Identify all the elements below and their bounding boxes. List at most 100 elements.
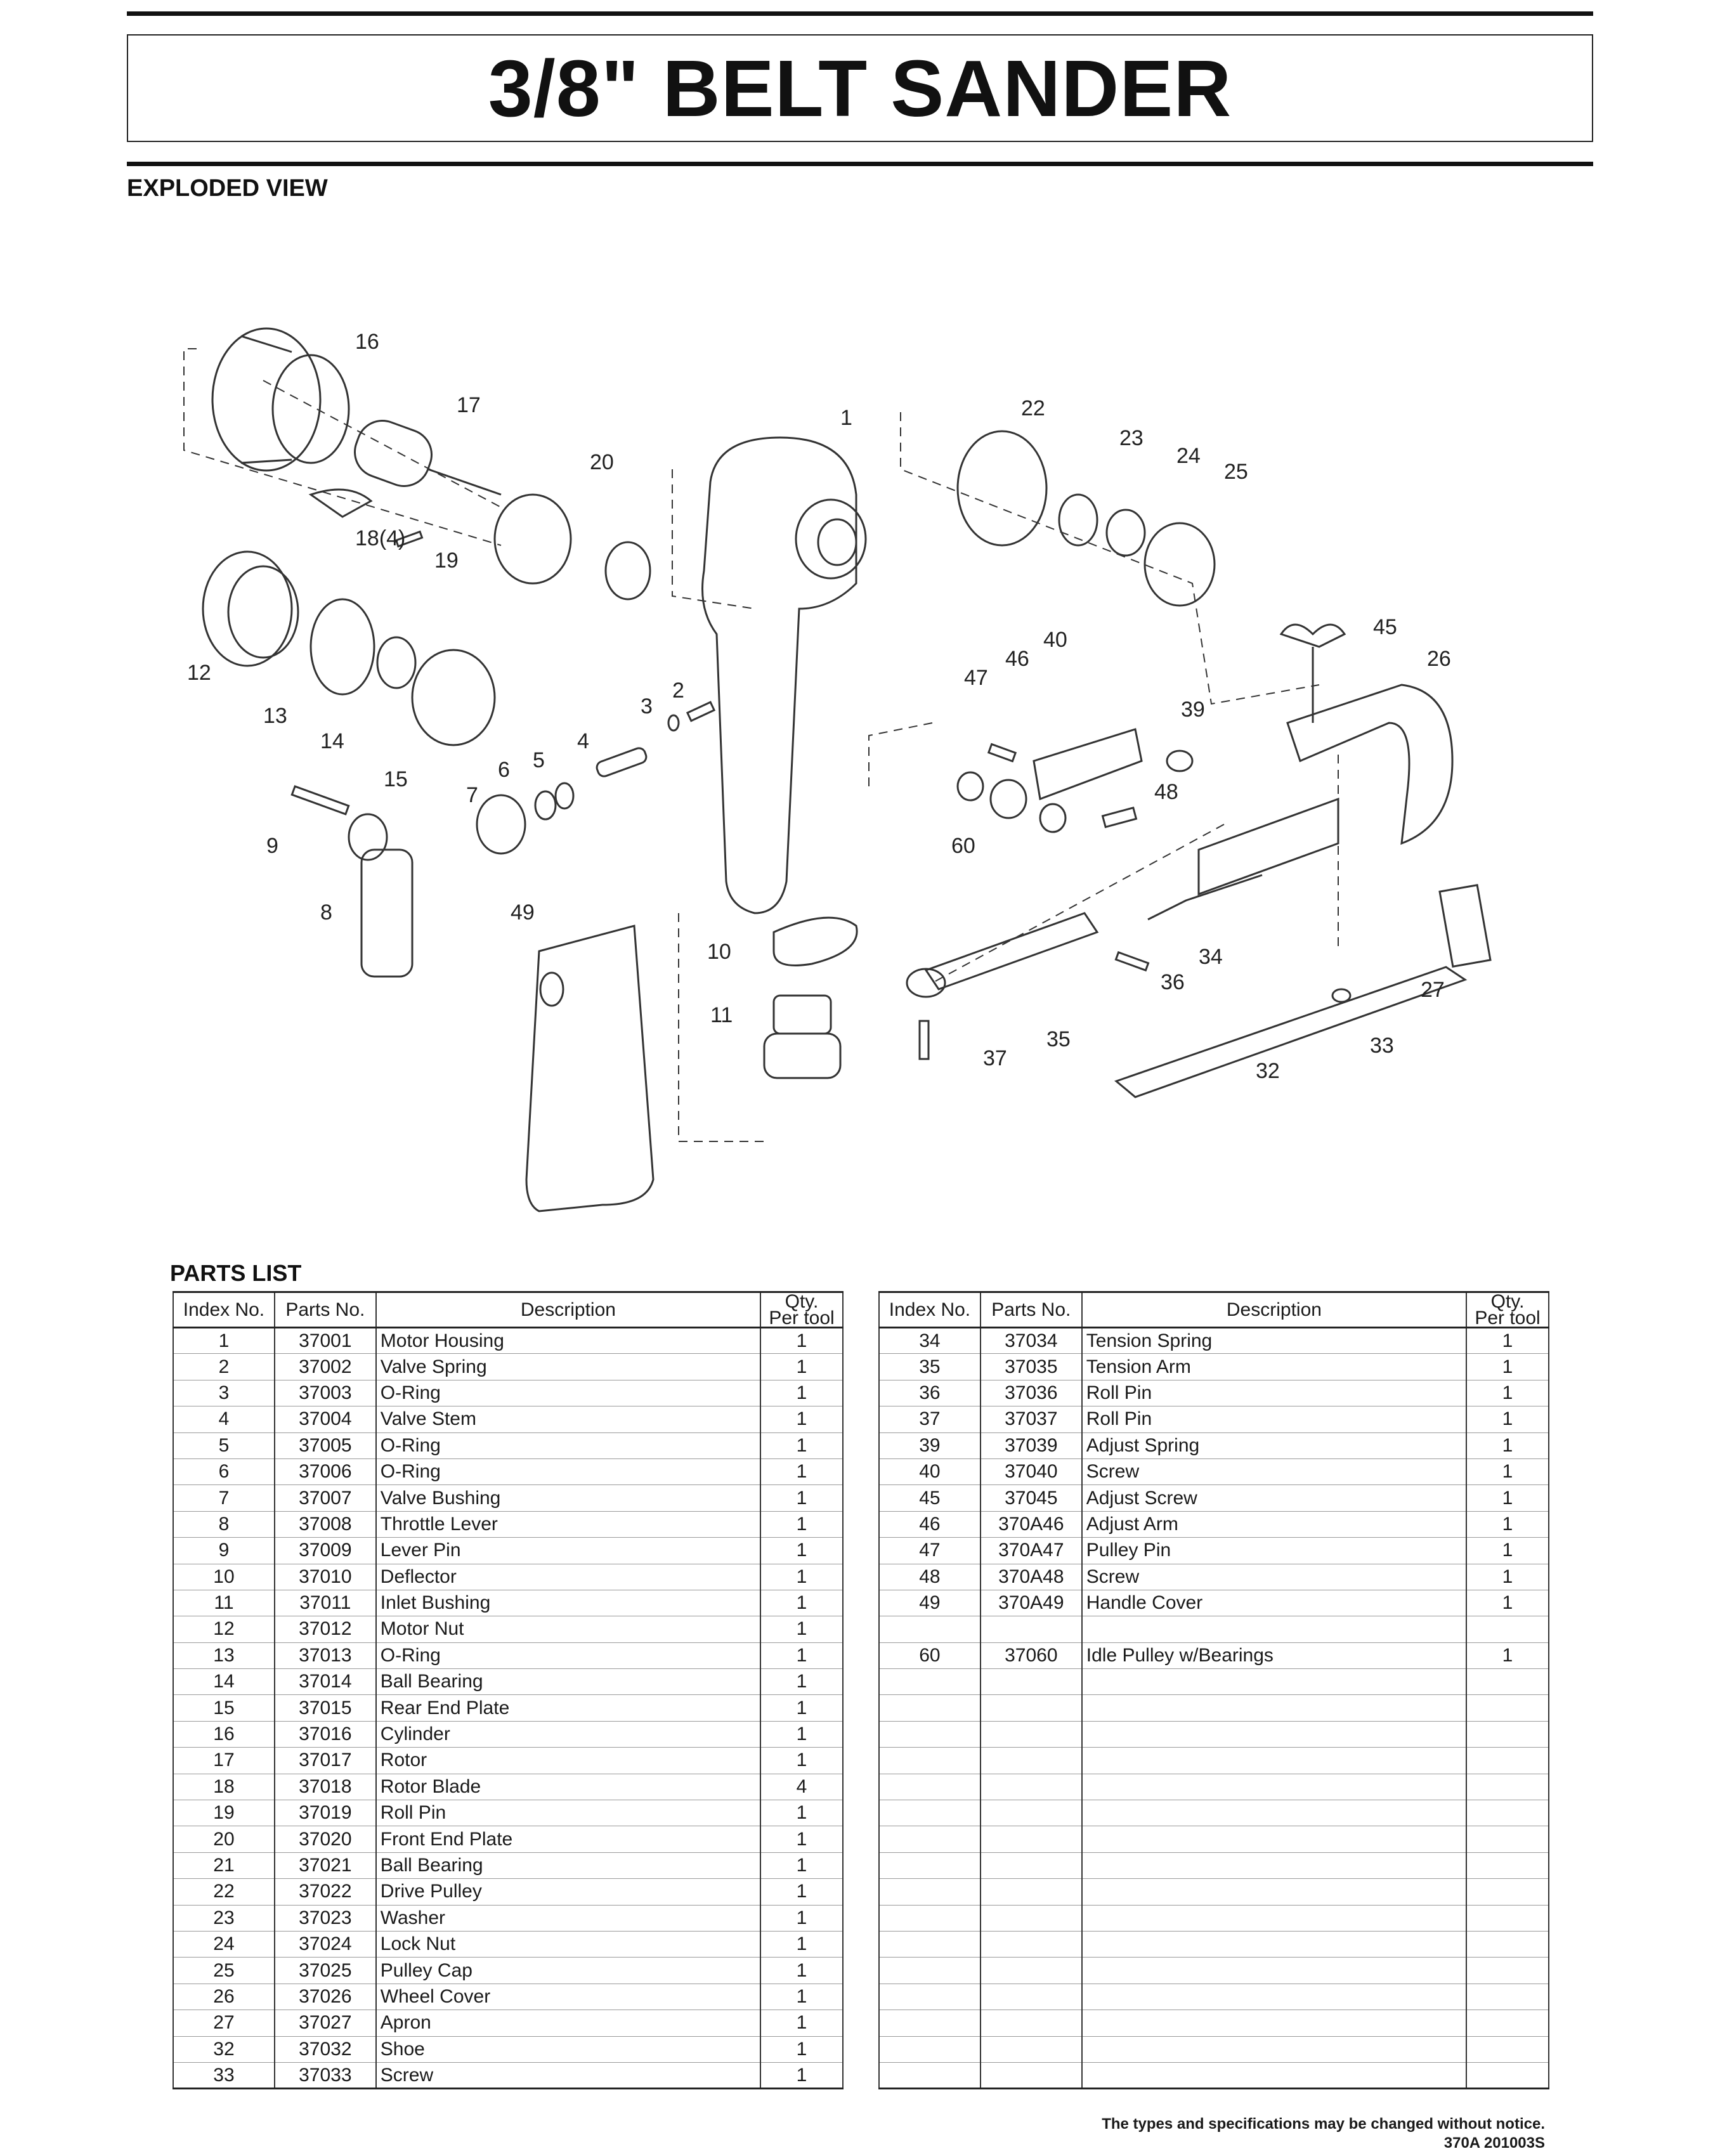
cell-qty: 1 <box>760 1616 844 1643</box>
cell-part-number: 37001 <box>273 1327 377 1354</box>
cell-part-number: 37004 <box>273 1406 377 1433</box>
header-index: Index No. <box>173 1291 275 1328</box>
callout-label: 2 <box>672 679 684 703</box>
callout-label: 60 <box>951 834 975 858</box>
cell-qty: 1 <box>760 1694 844 1722</box>
header-description: Description <box>1081 1291 1468 1328</box>
cell-description: Adjust Arm <box>1081 1511 1468 1538</box>
callout-label: 8 <box>320 900 332 925</box>
cell-description <box>1081 1747 1468 1774</box>
cell-index: 45 <box>878 1484 981 1512</box>
cell-part-number: 37025 <box>273 1957 377 1984</box>
cell-description: Rotor <box>375 1747 762 1774</box>
header-description: Description <box>375 1291 762 1328</box>
cell-part-number: 37034 <box>979 1327 1083 1354</box>
cell-qty: 1 <box>1466 1353 1549 1380</box>
cell-index: 16 <box>173 1721 275 1748</box>
cell-part-number: 37060 <box>979 1642 1083 1670</box>
cell-description: Pulley Pin <box>1081 1537 1468 1564</box>
callout-label: 24 <box>1176 444 1201 468</box>
callout-label: 25 <box>1224 460 1248 484</box>
cell-index: 13 <box>173 1642 275 1670</box>
cell-part-number: 37009 <box>273 1537 377 1564</box>
cell-part-number <box>979 1878 1083 1906</box>
cell-qty: 1 <box>760 1642 844 1670</box>
table-row <box>878 1852 1549 1880</box>
cell-qty: 1 <box>1466 1590 1549 1617</box>
cell-part-number: 370A48 <box>979 1564 1083 1590</box>
cell-part-number <box>979 2062 1083 2090</box>
callout-label: 3 <box>641 694 653 718</box>
cell-description: O-Ring <box>375 1642 762 1670</box>
cell-part-number: 37017 <box>273 1747 377 1774</box>
callout-label: 34 <box>1199 945 1223 969</box>
cell-qty: 1 <box>1466 1537 1549 1564</box>
cell-part-number: 37003 <box>273 1380 377 1407</box>
callout-label: 23 <box>1119 426 1143 450</box>
callout-label: 1 <box>840 406 852 430</box>
header-qty: Qty. Per tool <box>1466 1291 1549 1328</box>
callout-label: 36 <box>1161 970 1185 994</box>
cell-part-number <box>979 1668 1083 1696</box>
cell-part-number: 37006 <box>273 1458 377 1486</box>
cell-part-number: 37010 <box>273 1564 377 1590</box>
cell-description: Ball Bearing <box>375 1668 762 1696</box>
cell-description: Roll Pin <box>1081 1380 1468 1407</box>
parts-list-label: PARTS LIST <box>170 1260 302 1286</box>
cell-description <box>1081 1984 1468 2011</box>
cell-part-number: 37036 <box>979 1380 1083 1407</box>
cell-part-number: 37020 <box>273 1826 377 1853</box>
callout-label: 22 <box>1021 396 1045 420</box>
cell-qty <box>1466 1774 1549 1801</box>
callout-label: 11 <box>710 1003 733 1027</box>
cell-description: Adjust Spring <box>1081 1432 1468 1459</box>
cell-part-number <box>979 1747 1083 1774</box>
callout-label: 6 <box>498 758 510 782</box>
footer-code: 370A 201003S <box>1443 2134 1545 2152</box>
page-title: 3/8" BELT SANDER <box>488 43 1232 133</box>
cell-index: 37 <box>878 1406 981 1433</box>
cell-qty: 4 <box>760 1774 844 1801</box>
top-rule <box>127 11 1593 16</box>
cell-index: 8 <box>173 1511 275 1538</box>
cell-part-number: 37014 <box>273 1668 377 1696</box>
cell-description <box>1081 1800 1468 1827</box>
cell-part-number: 37012 <box>273 1616 377 1643</box>
cell-index: 39 <box>878 1432 981 1459</box>
cell-description <box>1081 2010 1468 2037</box>
cell-qty: 1 <box>1466 1642 1549 1670</box>
cell-index: 35 <box>878 1353 981 1380</box>
cell-index: 34 <box>878 1327 981 1354</box>
cell-qty: 1 <box>760 1406 844 1433</box>
cell-qty: 1 <box>760 1721 844 1748</box>
cell-index <box>878 1905 981 1932</box>
cell-index: 12 <box>173 1616 275 1643</box>
cell-index <box>878 1984 981 2011</box>
cell-part-number <box>979 1905 1083 1932</box>
table-header-row: Index No. Parts No. Description Qty. Per… <box>173 1291 844 1328</box>
table-row <box>878 1878 1549 1906</box>
cell-part-number <box>979 1721 1083 1748</box>
callout-label: 47 <box>964 666 988 690</box>
callout-label: 40 <box>1043 628 1067 652</box>
cell-qty <box>1466 1905 1549 1932</box>
cell-index: 15 <box>173 1694 275 1722</box>
callout-label: 37 <box>983 1046 1007 1070</box>
cell-description: Shoe <box>375 2036 762 2063</box>
cell-description: Pulley Cap <box>375 1957 762 1984</box>
cell-index: 33 <box>173 2062 275 2090</box>
table-row <box>878 1826 1549 1853</box>
cell-description: Apron <box>375 2010 762 2037</box>
